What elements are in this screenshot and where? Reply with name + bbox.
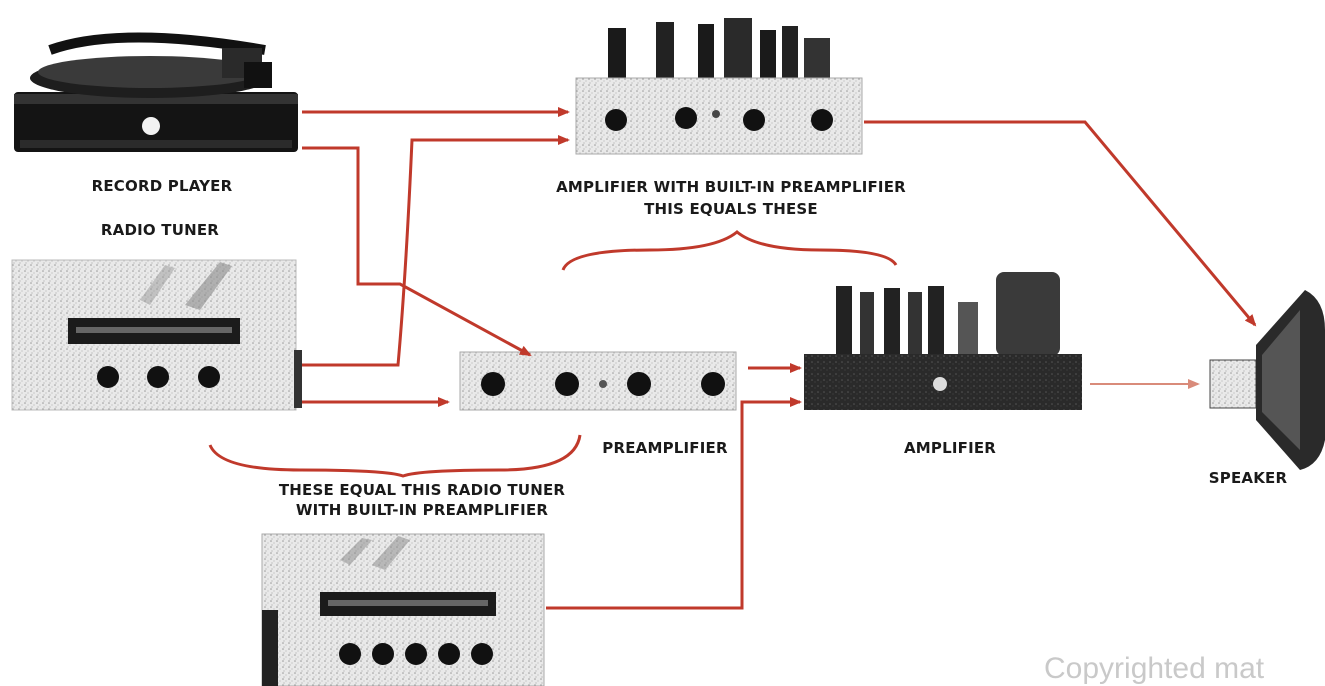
arrow-tuner-to-amp xyxy=(302,140,568,365)
equal-label-line2: WITH BUILT-IN PREAMPLIFIER xyxy=(262,500,582,520)
amp-builtin-label-line1: AMPLIFIER WITH BUILT-IN PREAMPLIFIER xyxy=(516,177,946,197)
speaker-label: SPEAKER xyxy=(1188,468,1308,488)
amplifier-with-preamp-image xyxy=(576,18,862,154)
arrow-record-to-preamp xyxy=(302,148,530,355)
brace-top xyxy=(563,232,896,270)
radio-tuner-label: RADIO TUNER xyxy=(60,220,260,240)
record-player-label: RECORD PLAYER xyxy=(62,176,262,196)
amplifier-label: AMPLIFIER xyxy=(880,438,1020,458)
preamplifier-image xyxy=(460,352,736,410)
equal-label-line1: THESE EQUAL THIS RADIO TUNER xyxy=(232,480,612,500)
amplifier-image xyxy=(804,272,1082,410)
copyright-watermark: Copyrighted mat xyxy=(1044,652,1264,686)
preamplifier-label: PREAMPLIFIER xyxy=(580,438,750,458)
brace-bottom xyxy=(210,435,580,476)
record-player-image xyxy=(14,38,298,153)
amp-builtin-label-line2: THIS EQUALS THESE xyxy=(566,199,896,219)
speaker-image xyxy=(1210,290,1325,470)
radio-tuner-with-preamp-image xyxy=(262,534,544,686)
radio-tuner-image xyxy=(12,260,302,410)
arrow-tuner-preamp-to-amp xyxy=(546,402,800,608)
